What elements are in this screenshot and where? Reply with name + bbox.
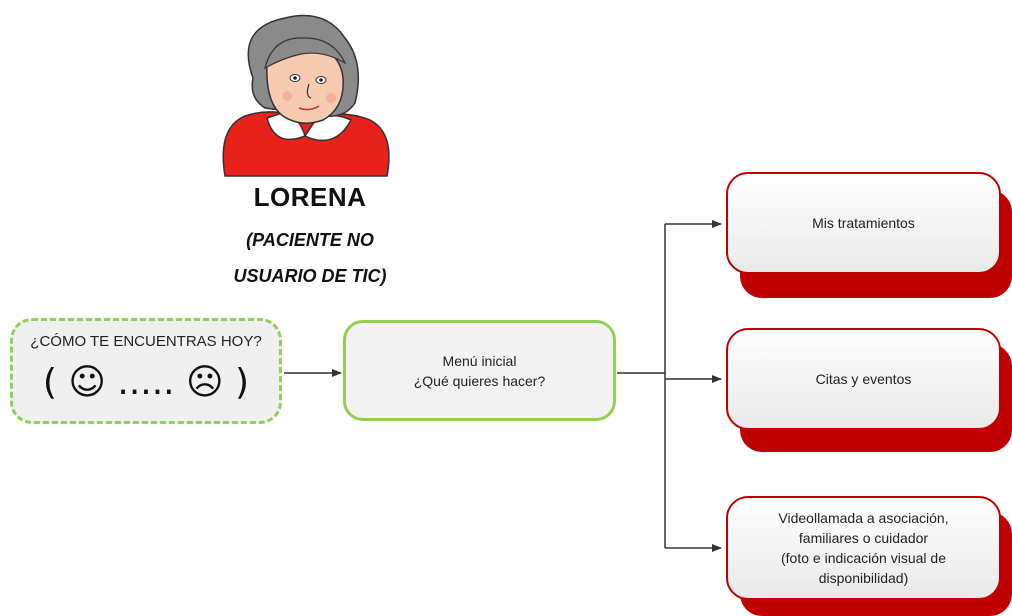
mood-check-box[interactable]: [10, 318, 282, 424]
main-menu-box[interactable]: Menú inicial ¿Qué quieres hacer?: [343, 320, 616, 421]
option-videocall[interactable]: Videollamada a asociación, familiares o …: [726, 496, 1001, 600]
option-treatments-label: Mis tratamientos: [812, 215, 915, 231]
option-appointments-label: Citas y eventos: [815, 371, 912, 387]
option-videocall-line-4: disponibilidad): [818, 570, 909, 586]
option-treatments[interactable]: Mis tratamientos: [726, 172, 1001, 274]
menu-question: ¿Qué quieres hacer?: [413, 372, 546, 389]
mood-scale: ( ☺ ..... ☹ ): [42, 362, 250, 403]
persona-name: LORENA: [253, 182, 367, 212]
persona-role-line-2: USUARIO DE TIC): [233, 266, 387, 286]
menu-title: Menú inicial: [442, 352, 517, 369]
patient-illustration: [222, 14, 390, 177]
option-videocall-line-1: Videollamada a asociación,: [778, 510, 949, 526]
mood-question: ¿CÓMO TE ENCUENTRAS HOY?: [30, 333, 262, 350]
option-videocall-line-2: familiares o cuidador: [798, 530, 929, 546]
option-appointments[interactable]: Citas y eventos: [726, 328, 1001, 430]
option-videocall-line-3: (foto e indicación visual de: [781, 550, 946, 566]
persona-role-line-1: (PACIENTE NO: [246, 230, 374, 250]
persona-role: (PACIENTE NO USUARIO DE TIC): [200, 222, 420, 294]
